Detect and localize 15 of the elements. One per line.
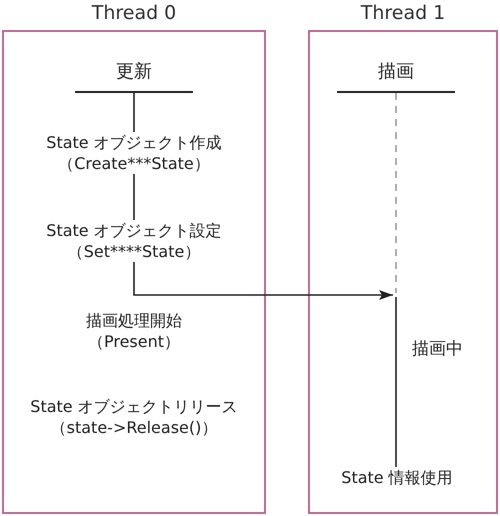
arrow [133, 262, 393, 300]
lifeline-header: 更新 [75, 61, 193, 93]
connector-line [133, 93, 135, 132]
connector-line [133, 174, 135, 220]
step-text: State オブジェクト作成 （Create***State） [46, 132, 222, 174]
lifeline-header: 描画 [337, 61, 455, 93]
connector-line [395, 297, 397, 467]
lane-title: Thread 0 [92, 1, 176, 25]
step-text: State 情報使用 [341, 467, 453, 488]
step-text: State オブジェクトリリース （state->Release()） [30, 396, 238, 438]
step-text: 描画処理開始 （Present） [86, 310, 182, 352]
lane-title: Thread 1 [360, 1, 446, 25]
edge-label: 描画中 [412, 339, 463, 360]
step-text: State オブジェクト設定 （Set****State） [46, 220, 222, 262]
dashed-line [395, 93, 397, 293]
